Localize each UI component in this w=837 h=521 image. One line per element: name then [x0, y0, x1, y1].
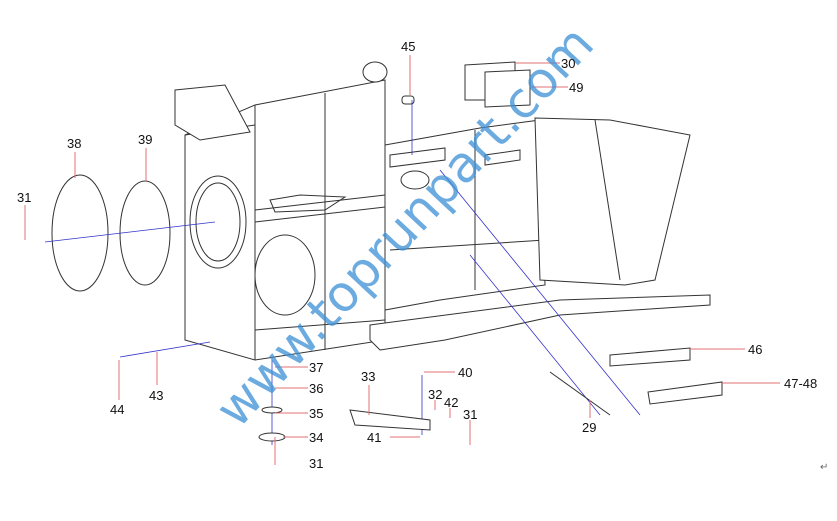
label-40: 40 [458, 365, 472, 380]
label-38: 38 [67, 136, 81, 151]
label-43: 43 [149, 388, 163, 403]
label-42: 42 [444, 395, 458, 410]
frame-middle [369, 61, 711, 351]
bar-47-48 [647, 381, 723, 405]
label-41: 41 [367, 430, 381, 445]
label-33: 33 [361, 369, 375, 384]
leader-lines [24, 55, 780, 465]
frame-main-box [174, 61, 388, 361]
label-31: 31 [17, 190, 31, 205]
label-39: 39 [138, 132, 152, 147]
label-37: 37 [309, 360, 323, 375]
seal-ring-39 [119, 180, 171, 286]
label-49: 49 [569, 80, 583, 95]
rod-29 [549, 371, 611, 416]
label-46: 46 [748, 342, 762, 357]
label-44: 44 [110, 402, 124, 417]
label-34: 34 [309, 430, 323, 445]
plate-49 [484, 69, 531, 108]
label-32: 32 [428, 387, 442, 402]
label-35: 35 [309, 406, 323, 421]
bar-46 [609, 347, 691, 367]
label-47-48: 47-48 [784, 376, 817, 391]
part-labels: 45 30 49 38 39 31 44 43 37 36 35 34 31 3… [17, 39, 828, 473]
label-30: 30 [561, 56, 575, 71]
label-45: 45 [401, 39, 415, 54]
cover-38 [51, 174, 109, 292]
label-29: 29 [582, 420, 596, 435]
grommet-45 [401, 95, 415, 105]
label-31c: 31 [463, 407, 477, 422]
paragraph-mark: ↵ [820, 462, 828, 473]
label-31b: 31 [309, 456, 323, 471]
cap [362, 61, 388, 83]
bracket-33 [349, 409, 431, 431]
label-36: 36 [309, 381, 323, 396]
